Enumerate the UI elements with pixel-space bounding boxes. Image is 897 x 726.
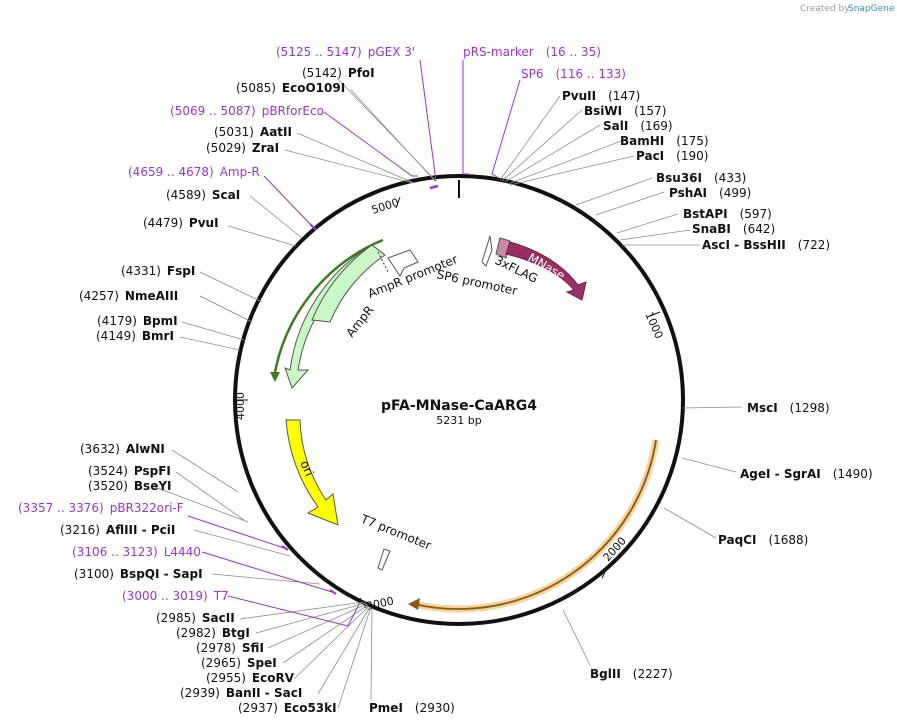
tick-3000: 3000	[365, 594, 395, 613]
enzyme-ecoo109i: (5085)EcoO109I	[236, 81, 345, 95]
enzyme-eco53ki: (2937)Eco53kI	[238, 701, 337, 715]
tick-mark-5000	[395, 196, 401, 209]
ampr-outer-arc	[272, 238, 384, 379]
primer-pgex3: (5125 .. 5147)pGEX 3'	[276, 45, 415, 59]
enzyme-bpmi: (4179)BpmI	[97, 314, 178, 328]
primer-pbrforeco: (5069 .. 5087)pBRforEco	[170, 104, 324, 118]
ori-label: ori	[297, 458, 316, 478]
ampr-body[interactable]	[311, 244, 386, 323]
arg4-glow	[413, 439, 660, 613]
t7-promoter-label: T7 promoter	[358, 511, 433, 552]
ampr-outer-arrowhead	[270, 372, 280, 382]
primer-leader-lines	[187, 59, 521, 627]
arg4-arrowhead	[408, 598, 420, 610]
enzyme-sacii: (2985)SacII	[156, 611, 235, 625]
enzyme-paci: PacI(190)	[636, 149, 708, 163]
enzyme-aatii: (5031)AatII	[214, 125, 292, 139]
plasmid-length: 5231 bp	[436, 414, 481, 427]
tick-mark-1000	[649, 311, 661, 317]
tick-mark-2000	[601, 565, 609, 579]
plasmid-name: pFA-MNase-CaARG4	[381, 398, 537, 414]
primer-prs-marker: pRS-marker(16 .. 35)	[463, 45, 601, 59]
backbone-circle	[233, 174, 685, 626]
primer-labels: (5125 .. 5147)pGEX 3' pRS-marker(16 .. 3…	[18, 45, 626, 603]
enzyme-asci-bsshii: AscI - BssHII(722)	[702, 238, 830, 252]
primer-l4440: (3106 .. 3123)L4440	[72, 545, 201, 559]
enzyme-zrai: (5029)ZraI	[206, 141, 279, 155]
enzyme-btgi: (2982)BtgI	[176, 626, 250, 640]
enzyme-agei-sgrai: AgeI - SgrAI(1490)	[740, 467, 873, 481]
primer-t7: (3000 .. 3019)T7	[122, 589, 229, 603]
enzyme-bsu36i: Bsu36I(433)	[656, 171, 746, 185]
enzyme-sali: SalI(169)	[603, 119, 673, 133]
primer-sp6: SP6(116 .. 133)	[521, 67, 626, 81]
tick-mark-3000	[359, 597, 367, 609]
enzyme-paqci: PaqCI(1688)	[718, 533, 808, 547]
enzyme-afliii-pcii: (3216)AflIII - PciI	[60, 523, 175, 537]
enzyme-bglii: BglII(2227)	[590, 667, 673, 681]
enzyme-bstapi: BstAPI(597)	[683, 207, 772, 221]
enzyme-banii-saci: (2939)BanII - SacI	[180, 686, 302, 700]
enzyme-pfoi: (5142)PfoI	[302, 66, 375, 80]
snapgene-logo: SnapGene	[848, 4, 895, 14]
ori-feature[interactable]	[285, 419, 339, 526]
enzyme-alwni: (3632)AlwNI	[80, 442, 165, 456]
primer-amp-r: (4659 .. 4678)Amp-R	[128, 165, 260, 179]
credit-prefix: Created by	[800, 4, 850, 14]
enzyme-spei: (2965)SpeI	[201, 656, 277, 670]
enzyme-pvui: (4479)PvuI	[143, 216, 219, 230]
enzyme-labels: (5142)PfoI (5085)EcoO109I (5031)AatII (5…	[60, 66, 873, 715]
enzyme-scai: (4589)ScaI	[166, 188, 240, 202]
enzyme-fspi: (4331)FspI	[121, 264, 195, 278]
enzyme-bsiwi: BsiWI(157)	[584, 104, 666, 118]
enzyme-sfii: (2978)SfiI	[196, 641, 264, 655]
enzyme-pvuii: PvuII(147)	[562, 89, 640, 103]
enzyme-bmri: (4149)BmrI	[96, 329, 174, 343]
arg4-feature[interactable]	[413, 439, 657, 610]
ampr-promoter-feature[interactable]	[387, 249, 419, 277]
t7-promoter-feature[interactable]	[377, 548, 391, 571]
enzyme-bspqi-sapi: (3100)BspQI - SapI	[74, 567, 203, 581]
enzyme-msci: MscI(1298)	[747, 401, 830, 415]
enzyme-pshai: PshAI(499)	[669, 186, 751, 200]
enzyme-bseyi: (3520)BseYI	[88, 479, 172, 493]
mnase-feature[interactable]	[505, 241, 587, 301]
enzyme-bamhi: BamHI(175)	[620, 134, 709, 148]
tick-1000: 1000	[642, 310, 665, 341]
ampr-label: AmpR	[343, 303, 376, 340]
tick-4000: 4000	[234, 392, 247, 420]
enzyme-snabi: SnaBI(642)	[692, 222, 775, 236]
enzyme-pspfi: (3524)PspFI	[88, 464, 171, 478]
enzyme-leader-lines	[151, 77, 743, 709]
tick-5000: 5000	[370, 196, 401, 217]
sp6-promoter-feature[interactable]	[481, 235, 493, 267]
enzyme-ecorv: (2955)EcoRV	[206, 671, 295, 685]
enzyme-pmei: PmeI(2930)	[369, 701, 455, 715]
enzyme-nmeaiii: (4257)NmeAIII	[79, 289, 178, 303]
primer-pbr322ori-f: (3357 .. 3376)pBR322ori-F	[18, 501, 184, 515]
